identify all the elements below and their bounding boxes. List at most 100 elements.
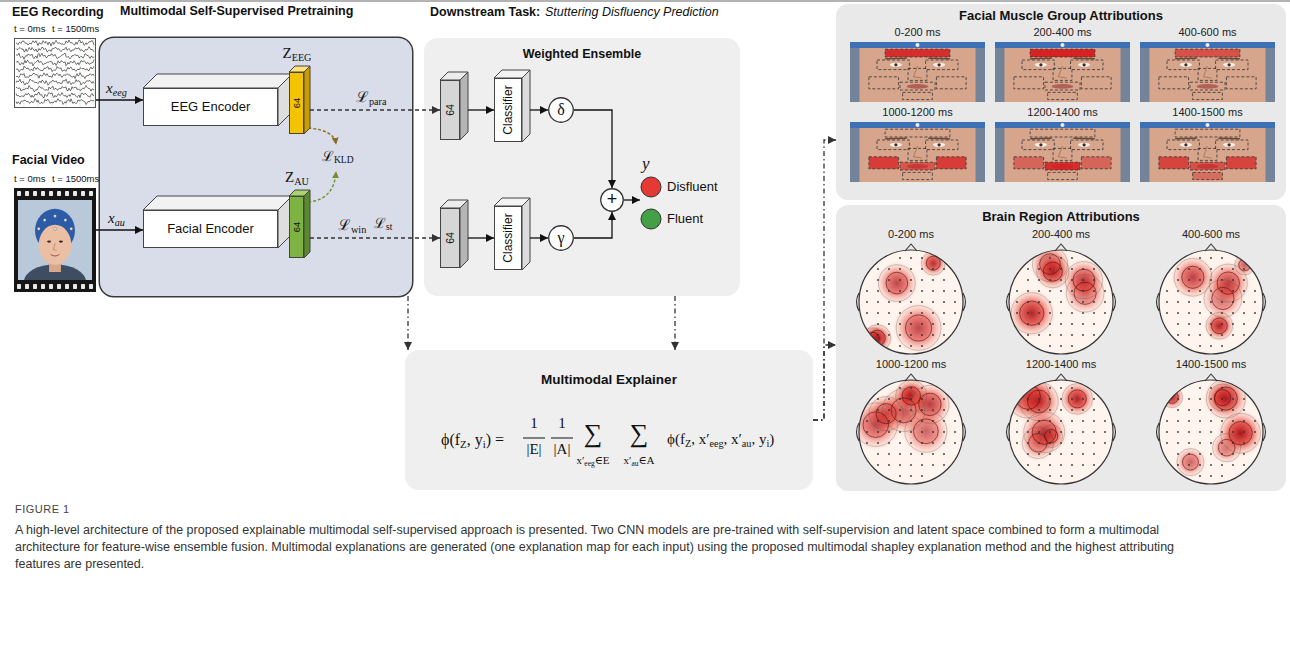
face-part: [938, 143, 941, 146]
brain-part: [1027, 420, 1029, 422]
encoder-block: EEG Encoder: [143, 88, 278, 126]
brain-part: [859, 250, 963, 354]
face-part: [926, 140, 958, 150]
brain-part: [1009, 380, 1113, 484]
node-text: Stuttering Disfluency Prediction: [545, 5, 719, 20]
face-part: [1030, 137, 1052, 139]
film-part: [37, 227, 40, 230]
film-part: [47, 241, 51, 243]
brain-part: [921, 431, 923, 433]
brain-part: [1199, 312, 1201, 314]
face-part: [1052, 84, 1074, 89]
film-part: [49, 284, 53, 289]
brain-part: [1243, 420, 1245, 422]
text-part: ℒ: [374, 216, 386, 231]
text-part: x: [108, 210, 115, 226]
brain-part: [1210, 431, 1212, 433]
free-label: t = 0ms: [14, 173, 45, 184]
face-part: [1039, 63, 1042, 66]
eeg-part: [15, 39, 96, 108]
brain-part: [1210, 323, 1212, 325]
brain-part: [1232, 334, 1234, 336]
face-part: [913, 66, 921, 78]
brain-part: [1060, 398, 1062, 400]
brain-part: [1093, 323, 1095, 325]
face-part: [908, 148, 927, 160]
node-text: 1200-1400 ms: [1001, 358, 1121, 371]
brain-part: [1212, 318, 1228, 334]
face-part: [1058, 146, 1066, 158]
brain-part: [877, 420, 879, 422]
brain-part: [1221, 464, 1223, 466]
top-rule: [0, 0, 1290, 2]
text-subscript: eeg: [113, 87, 127, 98]
film-part: [73, 191, 77, 196]
film-part: [54, 215, 57, 218]
brain-part: [1210, 464, 1212, 466]
brain-part: [1093, 268, 1095, 270]
face-part: [1061, 123, 1065, 127]
brain-part: [1104, 312, 1106, 314]
face-part: [1061, 43, 1065, 47]
brain-part: [877, 334, 879, 336]
brain-part: [919, 393, 941, 415]
brain-part: [1188, 453, 1190, 455]
node-text: x′eeg∈E: [565, 454, 621, 467]
brain-part: [1210, 475, 1212, 477]
face-part: [1190, 162, 1225, 170]
face-part: [1035, 143, 1047, 147]
frac-part: [551, 438, 573, 439]
brain-part: [1049, 323, 1051, 325]
brain-picture: [1001, 228, 1121, 356]
face-part: [877, 140, 909, 150]
face-part: [1030, 57, 1052, 59]
class-indicator: Fluent: [640, 208, 736, 230]
dashed-arrow: [813, 140, 836, 420]
brain-part: [1199, 279, 1201, 281]
frac-picture: [405, 350, 813, 490]
box-part: [495, 207, 522, 270]
face-part: [1022, 140, 1054, 150]
brain-part: [1166, 442, 1168, 444]
brain-part: [910, 453, 912, 455]
brain-part: [877, 312, 879, 314]
brain-part: [932, 431, 934, 433]
brain-part: [1027, 334, 1029, 336]
brain-part: [910, 464, 912, 466]
brain-part: [1232, 409, 1234, 411]
text-part: ∈A: [638, 454, 654, 466]
brain-part: [910, 442, 912, 444]
text-part: Z: [283, 45, 292, 61]
brain-part: [921, 387, 923, 389]
face-part: [1073, 57, 1095, 59]
eeg-part: [66, 39, 67, 107]
face-part: [903, 172, 933, 179]
face-part: [850, 42, 985, 102]
weight-node: δ: [548, 97, 574, 123]
film-part: [18, 200, 92, 280]
box-part: [522, 70, 530, 142]
face-part: [1175, 49, 1240, 57]
text-subscript: au: [742, 438, 752, 449]
brain-part: [1038, 409, 1040, 411]
film-part: [65, 191, 69, 196]
box-part: [460, 200, 468, 268]
face-part: [1203, 66, 1211, 78]
face-part: [916, 43, 920, 47]
text-subscript: au: [631, 459, 638, 468]
text-subscript: st: [386, 222, 392, 232]
brain-part: [1038, 420, 1040, 422]
brain-part: [1210, 257, 1212, 259]
brain-part: [1032, 247, 1067, 282]
face-part: [850, 122, 859, 182]
brain-part: [1221, 323, 1223, 325]
face-part: [995, 122, 1130, 128]
box-part: [290, 197, 304, 258]
face-part: [1073, 137, 1095, 139]
brain-part: [1199, 345, 1201, 347]
brain-part: [1232, 323, 1234, 325]
film-part: [89, 284, 93, 289]
flow-arrow: [96, 99, 143, 100]
face-part: [936, 157, 966, 169]
brain-part: [877, 279, 879, 281]
